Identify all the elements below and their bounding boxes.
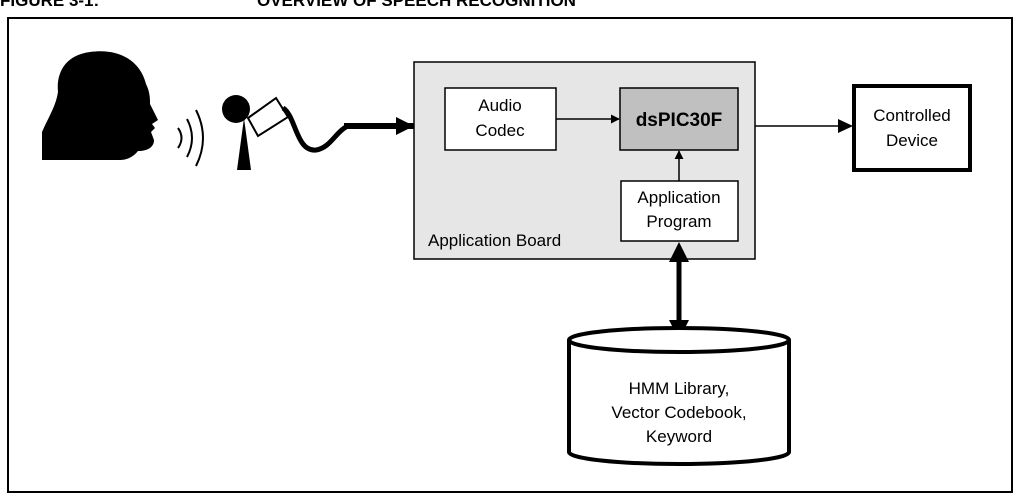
audio-codec-label-line1: Audio <box>478 96 521 115</box>
application-program-label-line2: Program <box>646 212 711 231</box>
figure-heading: FIGURE 3-1: OVERVIEW OF SPEECH RECOGNITI… <box>0 0 1018 11</box>
application-board-label: Application Board <box>428 231 561 250</box>
audio-codec-block <box>444 87 557 151</box>
mic-to-board-arrowhead <box>396 117 414 135</box>
controlled-device-label-line1: Controlled <box>873 106 951 125</box>
database-label-line1: HMM Library, <box>629 379 730 398</box>
controlled-device-block <box>852 84 972 172</box>
database-label-line2: Vector Codebook, <box>611 403 746 422</box>
processor-block <box>619 87 739 151</box>
microphone-icon <box>222 95 348 170</box>
application-program-label-line1: Application <box>637 188 720 207</box>
audio-codec-label-line2: Codec <box>475 121 525 140</box>
figure-title: OVERVIEW OF SPEECH RECOGNITION <box>257 0 576 10</box>
processor-label: dsPIC30F <box>636 110 723 131</box>
processor-to-device-arrowhead <box>838 119 853 133</box>
program-database-arrowhead-up <box>669 242 689 262</box>
database-label-line3: Keyword <box>646 427 712 446</box>
speaker-head-icon <box>42 51 158 160</box>
figure-border <box>7 17 1013 493</box>
sound-waves-icon <box>177 109 204 167</box>
controlled-device-label-line2: Device <box>886 131 938 150</box>
database-cylinder <box>567 326 791 466</box>
application-program-block <box>620 180 739 242</box>
figure-number: FIGURE 3-1: <box>0 0 100 10</box>
